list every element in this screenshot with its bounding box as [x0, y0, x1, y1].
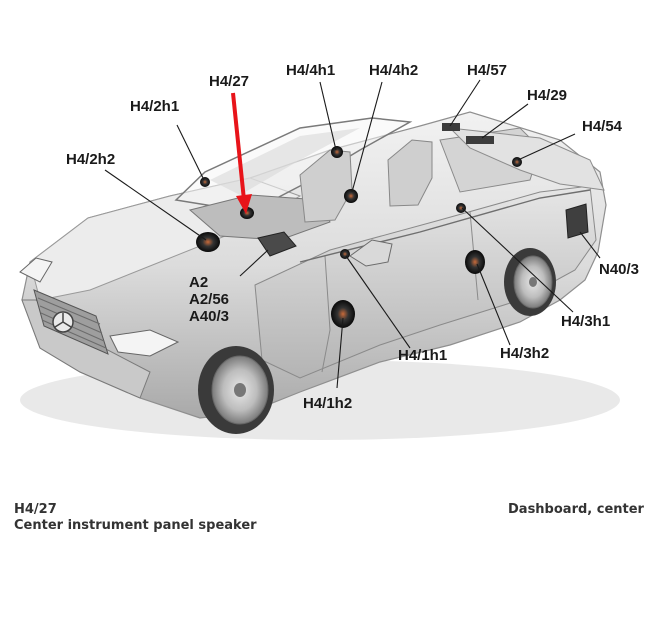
- brand-star-icon: [54, 313, 72, 328]
- leader-h4-3h2: [476, 263, 511, 346]
- windshield-reflection: [210, 128, 360, 195]
- speaker-h4-27: [240, 207, 254, 219]
- label-h4-3h2: H4/3h2: [500, 345, 550, 362]
- label-h4-1h2: H4/1h2: [303, 395, 353, 412]
- label-h4-2h1: H4/2h1: [130, 98, 180, 115]
- control-unit-n40-3: [565, 203, 589, 239]
- leader-h4-4h2: [351, 81, 383, 193]
- headlight-left: [109, 329, 180, 357]
- rear-wheel: [504, 248, 556, 316]
- caption-description: Center instrument panel speaker: [14, 518, 257, 533]
- leader-lines: [104, 79, 601, 389]
- side-mirror: [349, 239, 393, 267]
- label-h4-3h1: H4/3h1: [561, 313, 611, 330]
- leader-h4-3h1: [461, 207, 574, 313]
- speaker-h4-1h2: [331, 300, 355, 328]
- leader-h4-2h2: [104, 169, 207, 241]
- speaker-h4-29: [466, 136, 494, 144]
- label-h4-54: H4/54: [582, 118, 623, 135]
- front-wheel: [198, 346, 274, 434]
- passenger-seat: [387, 139, 433, 207]
- speaker-h4-3h1: [456, 203, 466, 213]
- label-a2-56: A2/56: [189, 291, 230, 308]
- label-a40-3: A40/3: [189, 308, 230, 325]
- label-h4-29: H4/29: [527, 87, 568, 104]
- speaker-h4-57: [442, 123, 460, 131]
- label-a2: A2: [189, 274, 209, 291]
- speaker-h4-1h1: [340, 249, 350, 259]
- speaker-h4-3h2: [465, 250, 485, 274]
- label-h4-4h1: H4/4h1: [286, 62, 336, 79]
- leader-h4-57: [449, 79, 481, 127]
- leader-h4-54: [517, 133, 576, 161]
- caption-code: H4/27: [14, 502, 57, 517]
- leader-h4-1h1: [345, 255, 411, 349]
- side-panel: [254, 185, 597, 379]
- leader-h4-2h1: [176, 124, 205, 181]
- leader-h4-4h1: [319, 81, 337, 151]
- belt-line: [299, 189, 591, 263]
- label-h4-2h2: H4/2h2: [66, 151, 116, 168]
- leader-n40-3: [579, 231, 601, 259]
- leader-a2: [239, 249, 269, 277]
- speaker-h4-2h1: [200, 177, 210, 187]
- label-h4-4h2: H4/4h2: [369, 62, 419, 79]
- speaker-h4-4h1: [331, 146, 343, 158]
- leader-h4-1h2: [336, 317, 344, 389]
- caption-location: Dashboard, center: [508, 502, 644, 517]
- speaker-h4-4h2: [344, 189, 358, 203]
- headlight-right: [19, 257, 53, 283]
- label-h4-57: H4/57: [467, 62, 508, 79]
- label-h4-27: H4/27: [209, 73, 250, 90]
- highlight-arrow: [231, 92, 252, 214]
- label-h4-1h1: H4/1h1: [398, 347, 448, 364]
- label-n40-3: N40/3: [599, 261, 640, 278]
- leader-h4-29: [481, 103, 529, 139]
- door-line: [321, 255, 331, 373]
